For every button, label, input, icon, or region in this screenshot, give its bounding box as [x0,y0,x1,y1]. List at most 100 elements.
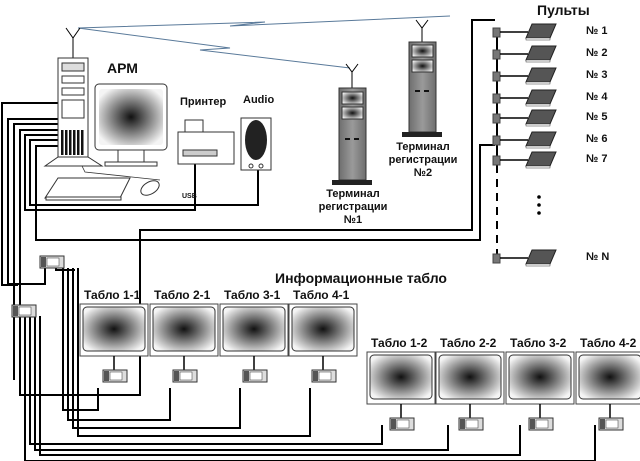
console-junction [492,93,501,104]
pc-monitor [94,83,168,167]
label-info-boards-title: Информационные табло [275,270,447,286]
console-base [525,165,551,169]
vent-slot [81,130,84,155]
board-controller-port [313,371,318,381]
controllers-group [11,255,624,431]
info-boards-group [79,303,640,418]
console-device [525,131,557,147]
cable-3 [13,123,58,380]
cable-2 [7,118,58,285]
label-consoles-title: Пульты [537,2,590,18]
console-label: № 2 [586,47,608,59]
console-base [525,123,551,127]
board-controller-port [244,371,249,381]
label-terminal-2-line2: регистрации [388,154,458,166]
console-device [525,151,557,167]
board-controller-display [465,419,479,429]
info-board-screen [508,354,572,400]
board-controller-port [530,419,535,429]
vent-slot [77,130,80,155]
main-controller-1-display [46,257,60,267]
label-terminal-2-line3: №2 [413,167,433,179]
board-controller-display [318,371,332,381]
console-label: № N [586,251,610,263]
ellipsis-dot [537,211,541,215]
console-junction [492,135,501,146]
board-label: Табло 1-2 [371,336,428,350]
keyboard [44,177,131,201]
info-board-screen [152,306,216,352]
console-junction [492,113,501,124]
board-controller-display [605,419,619,429]
cable-11 [72,268,241,429]
board-controller-display [179,371,193,381]
console-label: № 6 [586,133,608,145]
console-base [525,37,551,41]
label-terminal-1: Терминал регистрации №1 [312,188,394,227]
vent-slot [69,130,72,155]
console-junction [492,71,501,82]
info-board-screen [82,306,146,352]
console-junction [492,49,501,60]
board-label: Табло 3-2 [510,336,567,350]
label-terminal-1-line3: №1 [343,214,363,226]
label-terminal-1-line2: регистрации [318,201,388,213]
console-device [525,67,557,83]
ellipsis-dot [537,195,541,199]
info-board-screen [369,354,433,400]
vent-slot [65,130,68,155]
vent-slot [61,130,64,155]
board-controller-port [600,419,605,429]
cable-14 [34,316,449,451]
console-label: № 3 [586,69,608,81]
board-controller-display [535,419,549,429]
main-controller-2-display [18,306,32,316]
cable-7 [35,144,495,241]
cable-13 [29,316,383,445]
console-label: № 4 [586,91,608,103]
label-terminal-1-line1: Терминал [326,188,380,200]
board-controller-display [249,371,263,381]
vent-slot [73,130,76,155]
printer [177,119,235,165]
mouse [81,165,161,196]
console-device [525,45,557,61]
console-base [525,81,551,85]
board-label: Табло 2-2 [440,336,497,350]
board-controller-port [174,371,179,381]
label-terminal-2: Терминал регистрации №2 [382,141,464,180]
console-base [525,59,551,63]
console-label: № 5 [586,111,608,123]
info-board-screen [438,354,502,400]
terminal-2 [402,19,442,137]
terminal-1 [332,63,372,185]
info-board-screen [291,306,355,352]
console-label: № 7 [586,153,608,165]
console-junction [492,253,501,264]
label-printer: Принтер [180,96,227,108]
label-terminal-2-line1: Терминал [396,141,450,153]
cable-10 [67,268,171,421]
console-device [525,89,557,105]
board-label: Табло 1-1 [84,288,141,302]
cable-9 [62,268,99,411]
main-controller-1-port [41,257,46,267]
cable-15 [39,316,521,456]
board-controller-port [460,419,465,429]
board-label: Табло 3-1 [224,288,281,302]
wireless-links [77,15,451,69]
label-workstation: АРМ [107,60,138,76]
info-board-screen [222,306,286,352]
console-label: № 1 [586,25,608,37]
cable-6 [29,139,259,206]
board-controller-display [396,419,410,429]
main-controller-2-port [13,306,18,316]
board-label: Табло 4-2 [580,336,637,350]
pc-tower [43,27,104,167]
board-controller-port [104,371,109,381]
console-base [525,145,551,149]
cable-5 [24,134,196,211]
label-audio: Audio [243,94,275,106]
console-device [525,23,557,39]
